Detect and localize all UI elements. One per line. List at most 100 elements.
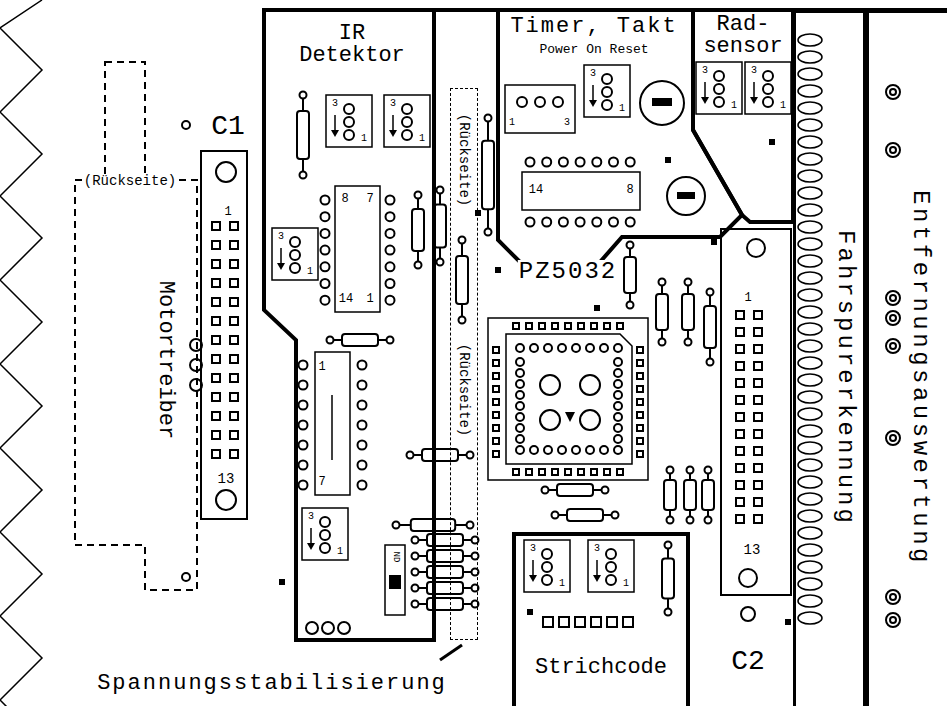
solder-pad — [386, 262, 395, 271]
square-pad — [736, 345, 744, 353]
square-pad — [493, 373, 499, 379]
header-pad — [798, 204, 822, 216]
part-label: Spannungsstabilisierung — [96, 673, 448, 695]
square-pad — [754, 481, 762, 489]
jumper-arrowhead — [277, 263, 285, 270]
solder-pad — [386, 229, 395, 238]
solder-pad — [338, 622, 350, 634]
square-pad — [212, 450, 220, 458]
square-pad — [212, 431, 220, 439]
solder-pad — [290, 237, 300, 247]
square-pad — [513, 469, 519, 475]
solder-pad — [714, 97, 724, 107]
square-pad — [637, 425, 643, 431]
pin-number: 3 — [331, 99, 339, 109]
header-pad — [798, 187, 822, 199]
via — [594, 305, 600, 311]
capacitor-lead — [331, 395, 333, 460]
solder-pad — [516, 391, 524, 399]
header-pad — [798, 68, 822, 80]
square-pad — [526, 323, 532, 329]
solder-pad — [886, 431, 900, 445]
pin-number: 1 — [306, 267, 314, 277]
square-pad — [754, 498, 762, 506]
solder-pad — [714, 84, 724, 94]
solder-pad — [321, 196, 330, 205]
solder-pad — [321, 246, 330, 255]
square-pad — [736, 396, 744, 404]
region-label: Rad- sensor — [696, 14, 790, 58]
solder-pad — [358, 441, 367, 450]
solder-pad — [763, 97, 773, 107]
solder-pad — [542, 562, 552, 572]
square-pad — [513, 323, 519, 329]
resistor-pad — [415, 192, 422, 199]
square-pad — [230, 317, 238, 325]
pin-number: 3 — [389, 99, 397, 109]
square-pad — [754, 413, 762, 421]
square-pad — [637, 412, 643, 418]
jumper-outline — [505, 85, 575, 133]
square-pad — [493, 438, 499, 444]
header-pad — [798, 561, 822, 573]
solder-pad — [886, 613, 900, 627]
switch-outline — [385, 545, 405, 615]
via — [711, 239, 717, 245]
solder-pad — [530, 446, 538, 454]
solder-pad — [526, 158, 535, 167]
solder-pad — [614, 358, 622, 366]
square-pad — [591, 469, 597, 475]
square-pad — [559, 617, 569, 627]
resistor-pad — [705, 517, 712, 524]
solder-pad — [299, 481, 308, 490]
resistor-symbol — [684, 480, 696, 510]
square-pad — [212, 260, 220, 268]
solder-pad — [290, 263, 300, 273]
resistor-pad — [437, 259, 444, 266]
header-pad — [798, 51, 822, 63]
solder-pad — [886, 143, 900, 157]
resistor-pad — [665, 542, 672, 549]
square-pad — [212, 393, 220, 401]
solder-pad — [321, 212, 330, 221]
solder-pad — [299, 361, 308, 370]
solder-pad — [763, 84, 773, 94]
solder-pad — [886, 85, 900, 99]
resistor-pad — [412, 569, 419, 576]
solder-pad — [890, 594, 896, 600]
via — [665, 157, 671, 163]
region-outline — [75, 62, 197, 590]
pin-number: 3 — [307, 512, 315, 522]
solder-pad — [626, 158, 635, 167]
solder-pad — [290, 250, 300, 260]
region-label: 1 — [223, 206, 232, 218]
solder-pad — [542, 575, 552, 585]
board-region: Entfernungsauswertung — [866, 10, 947, 706]
solder-pad — [402, 130, 412, 140]
square-pad — [230, 336, 238, 344]
resistor-pad — [412, 601, 419, 608]
square-pad — [493, 386, 499, 392]
square-pad — [736, 447, 744, 455]
solder-pad — [580, 410, 600, 430]
solder-pad — [358, 421, 367, 430]
resistor-pad — [659, 279, 666, 286]
solder-pad — [609, 158, 618, 167]
solder-pad — [559, 218, 568, 227]
jumper-outline — [302, 508, 348, 560]
solder-pad — [321, 229, 330, 238]
pin-number: 3 — [529, 544, 537, 554]
resistor-symbol — [412, 209, 424, 251]
square-pad — [736, 379, 744, 387]
pin-number: 1 — [360, 134, 368, 144]
square-pad — [212, 412, 220, 420]
region-outline-shape — [75, 62, 197, 590]
solder-pad — [606, 549, 616, 559]
square-pad — [212, 355, 220, 363]
square-pad — [552, 323, 558, 329]
solder-pad — [344, 104, 354, 114]
resistor-pad — [707, 289, 714, 296]
square-pad — [526, 469, 532, 475]
solder-pad — [299, 441, 308, 450]
